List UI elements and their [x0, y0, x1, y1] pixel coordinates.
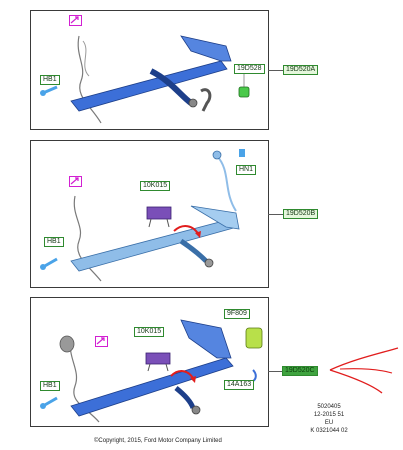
install-arrow-head: [190, 376, 196, 383]
leader-line: [268, 70, 283, 71]
callout-hn1[interactable]: HN1: [236, 165, 257, 175]
bolt-head: [40, 264, 46, 270]
leader-line: [268, 214, 283, 215]
bolt-head: [40, 403, 46, 409]
callout-10k015[interactable]: 10K015: [134, 327, 165, 337]
tow-bar-illustration-c: [40, 319, 263, 423]
callout-14a163[interactable]: 14A163: [224, 380, 255, 390]
module-bracket: [148, 218, 170, 228]
tow-bar-illustration-b: [40, 149, 245, 282]
callout-hb1[interactable]: HB1: [40, 75, 60, 85]
module-bracket: [147, 363, 169, 372]
note-icon[interactable]: [95, 336, 108, 347]
callout-10k015[interactable]: 10K015: [140, 181, 171, 191]
part-label-19d520b[interactable]: 19D520B: [283, 209, 319, 219]
diagram-panel-19d520b: HN1 10K015 HB1: [30, 140, 269, 288]
tow-bar-crossbeam: [70, 60, 228, 112]
tow-neck: [174, 386, 196, 409]
wiring-harness: [77, 35, 102, 124]
trailer-socket: [245, 327, 263, 349]
tow-neck: [149, 68, 193, 106]
part-label-19d520a[interactable]: 19D520A: [283, 65, 319, 75]
drawing-date-code: 12-2015 51: [313, 412, 345, 418]
install-arrow-head: [195, 231, 201, 238]
hn1-fastener: [239, 149, 245, 157]
annotation-arrow-stroke-lower: [329, 369, 383, 394]
diagram-panel-19d520a: 19D528 HB1: [30, 10, 269, 130]
tow-ball: [204, 258, 214, 268]
tow-ball: [188, 98, 198, 108]
annotation-arrow-shaft: [339, 368, 393, 374]
electrical-cable: [216, 155, 237, 212]
tow-bar-crossbeam: [70, 357, 234, 417]
green-connector: [238, 86, 250, 98]
reference-code: K 0321044 02: [310, 428, 348, 434]
note-icon[interactable]: [69, 15, 82, 26]
drawing-code: 5020405: [317, 404, 341, 410]
part-label-19d520c[interactable]: 19D520C: [282, 366, 318, 376]
callout-hb1[interactable]: HB1: [40, 381, 60, 391]
annotation-arrow-stroke-upper: [329, 347, 399, 371]
tow-bar-side-bracket: [180, 319, 232, 359]
diagram-panel-19d520c: 9F809 10K015 HB1 14A163: [30, 297, 269, 427]
gray-plug: [59, 335, 75, 353]
bolt-head: [40, 90, 46, 96]
tow-bar-side-bracket: [190, 205, 240, 230]
wiring-harness-branch: [82, 40, 90, 77]
cable-connector: [212, 150, 222, 160]
note-icon[interactable]: [69, 176, 82, 187]
tow-ball: [191, 405, 201, 415]
tow-bar-side-bracket: [180, 35, 232, 62]
region-code: EU: [324, 420, 334, 426]
callout-hb1[interactable]: HB1: [44, 237, 64, 247]
tow-bar-illustration-a: [40, 35, 250, 124]
electronic-module: [146, 206, 172, 220]
copyright-text: ©Copyright, 2015, Ford Motor Company Lim…: [94, 438, 222, 444]
tow-neck: [179, 238, 208, 263]
leader-line: [268, 371, 282, 372]
callout-9f809[interactable]: 9F809: [224, 309, 250, 319]
callout-19d528[interactable]: 19D528: [234, 64, 265, 74]
electronic-module: [145, 352, 171, 365]
annotation-arrow: [329, 347, 399, 394]
wiring-harness: [73, 195, 102, 282]
detachable-ball-neck: [200, 88, 212, 112]
